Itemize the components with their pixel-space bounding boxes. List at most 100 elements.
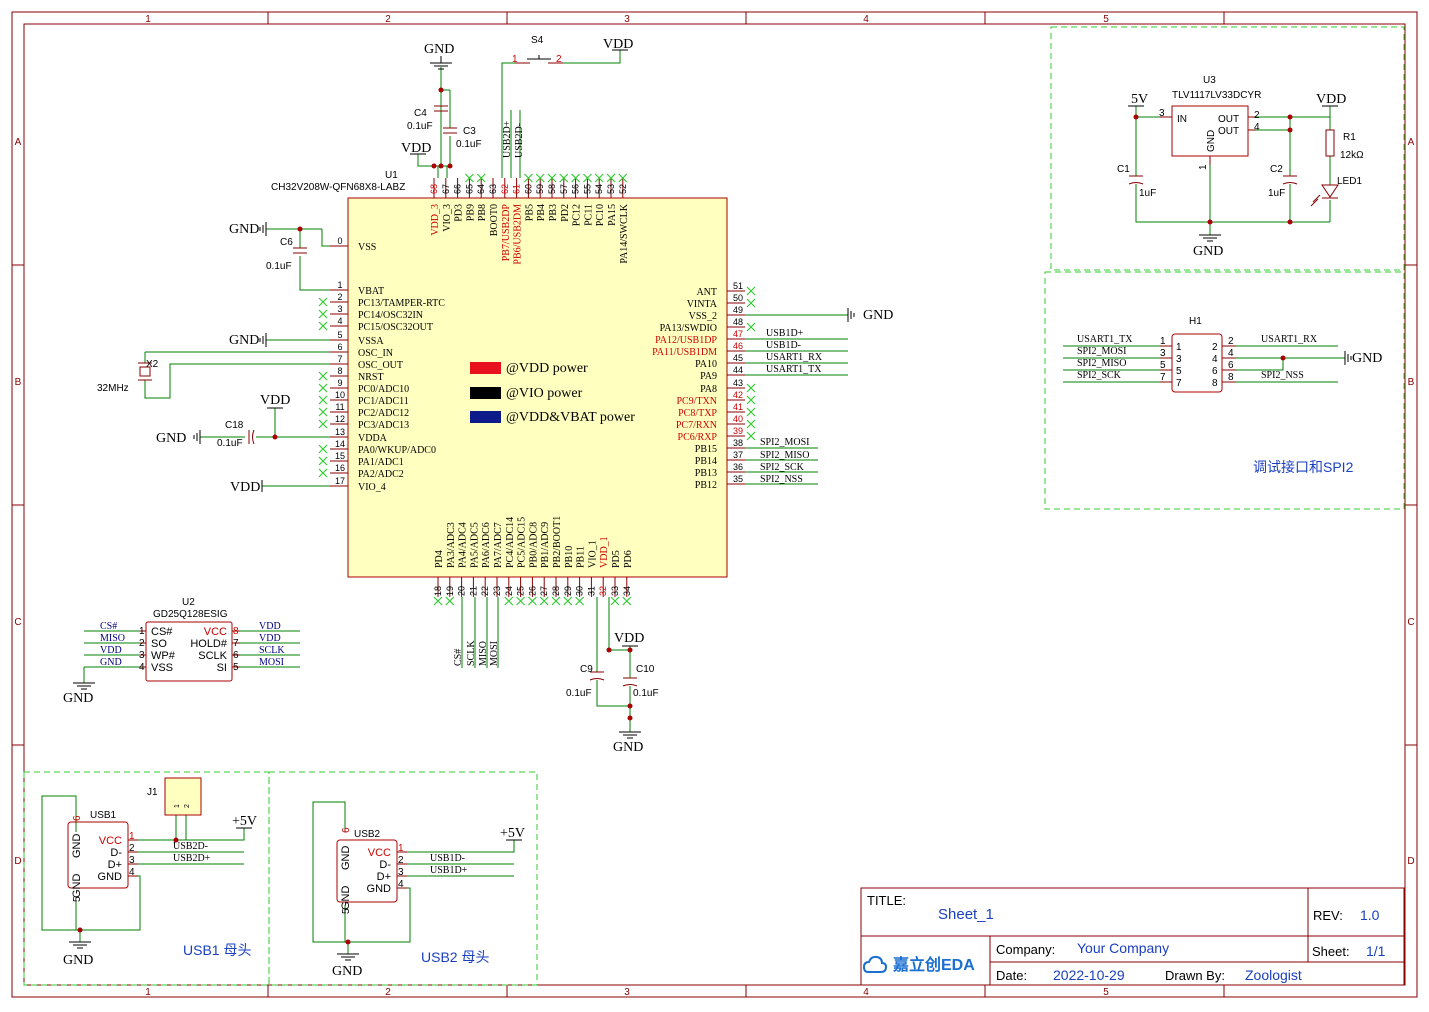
mcu-pin-number: 66 (453, 184, 463, 194)
no-connect-marker (318, 468, 328, 478)
gnd-label: GND (1193, 244, 1223, 259)
sclk-net: SCLK (466, 640, 477, 666)
mcu-pin-number: 56 (571, 184, 581, 194)
vio-legend-label: @VIO power (506, 386, 583, 401)
led-led1[interactable]: LED1 (1310, 176, 1362, 207)
u2-net-label: VDD (259, 621, 281, 632)
jumper-j1[interactable]: J1 1 2 (147, 777, 202, 816)
mcu-pin-number: 38 (733, 438, 743, 448)
u2-pin-number: 5 (233, 662, 239, 673)
u2-pin-number: 1 (139, 626, 145, 637)
gnd-label: GND (229, 333, 259, 348)
h1-pin-label: 7 (1176, 378, 1182, 389)
usb-pin-number: 3 (398, 867, 404, 878)
mcu-u1[interactable]: U1 CH32V208W-QFN68X8-LABZ 68VDD_367VIO_3… (271, 170, 756, 606)
u2-pin-number: 4 (139, 662, 145, 673)
resistor-r1[interactable]: R1 12kΩ (1325, 129, 1364, 161)
sheet-label: Sheet: (1312, 944, 1350, 959)
usb2-section-label: USB2 母头 (421, 949, 489, 965)
logo-text: 嘉立创EDA (892, 955, 975, 974)
u2-net-label: SCLK (259, 645, 285, 656)
capacitor-labels: C4 0.1uF C3 0.1uF C6 0.1uF C18 0.1uF C9 … (217, 108, 1285, 699)
no-connect-marker (746, 431, 756, 441)
capacitor-c6 (293, 247, 307, 254)
c1-value: 1uF (1139, 188, 1156, 199)
u2-pin-number: 7 (233, 638, 239, 649)
mcu-pin-name: PA13/SWDIO (660, 323, 717, 334)
usb1-section-label: USB1 母头 (183, 942, 251, 958)
mcu-pin-name: VDDA (358, 433, 388, 444)
mcu-pin-number: 39 (733, 426, 743, 436)
frame-labels: 1 2 3 4 5 1 2 3 4 5 A B C D A B C D (14, 14, 1414, 998)
usb1-dm-net: USB1D- (766, 340, 801, 351)
c6-ref: C6 (280, 237, 293, 248)
mcu-pin-number: 11 (335, 402, 344, 412)
usb-gnd-label: GND (71, 834, 83, 859)
usb2-region (268, 771, 538, 986)
u2-part: GD25Q128ESIG (153, 609, 228, 620)
mcu-pin-name: PB12 (695, 480, 717, 491)
h1-pin-label: 1 (1176, 342, 1182, 353)
h1-spi-nss-net: SPI2_NSS (1261, 370, 1304, 381)
mcu-pin-name: OSC_IN (358, 348, 393, 359)
gnd-label: GND (1352, 351, 1382, 366)
mcu-pin-number: 51 (733, 281, 743, 291)
gnd-label: GND (229, 222, 259, 237)
no-connect-marker (523, 173, 533, 183)
h1-spi-mosi-net: SPI2_MOSI (1077, 346, 1126, 357)
mcu-pin-number: 4 (337, 316, 342, 326)
regulator-u3[interactable]: U3 TLV1117LV33DCYR IN OUT OUT GND 3 2 4 … (1159, 75, 1261, 170)
mcu-pin-name: PA6/ADC6 (481, 522, 492, 568)
date-label: Date: (996, 968, 1027, 983)
uart-rx-net: USART1_RX (766, 352, 823, 363)
mcu-pin-number: 6 (337, 342, 342, 352)
mcu-pin-number: 0 (337, 236, 342, 246)
spi-miso-net: SPI2_MISO (760, 450, 809, 461)
crystal-x2[interactable]: X2 32MHz (97, 359, 159, 394)
u2-pin-name: VSS (151, 662, 173, 674)
h1-pin-number: 5 (1160, 360, 1166, 371)
h1-body (1171, 333, 1223, 393)
mcu-pin-name: PC12 (572, 204, 583, 226)
led1-ref: LED1 (1337, 176, 1362, 187)
mcu-pin-number: 43 (733, 378, 743, 388)
mcu-pin-name: VSS_2 (689, 311, 717, 322)
cs-net: CS# (453, 649, 464, 666)
col-label-top: 1 (145, 14, 151, 25)
switch-s4[interactable]: S4 1 2 (512, 35, 563, 65)
vio-legend-swatch (470, 387, 501, 399)
c4-value: 0.1uF (407, 121, 433, 132)
mcu-pin-number: 47 (733, 329, 743, 339)
capacitors[interactable] (248, 105, 1298, 687)
gnd-label: GND (63, 953, 93, 968)
vdd-label: VDD (1316, 92, 1346, 107)
usb-pin-number: 5 (341, 908, 352, 914)
gnd-label: GND (863, 308, 893, 323)
r1-ref: R1 (1343, 132, 1356, 143)
usb-pin-number: 4 (129, 867, 135, 878)
mcu-pin-number: 67 (441, 184, 451, 194)
u2-ref: U2 (182, 597, 195, 608)
sheet-value: 1/1 (1366, 943, 1386, 959)
h1-pin-number: 2 (1228, 336, 1234, 347)
mcu-pin-number: 7 (337, 354, 342, 364)
mcu-pin-number: 1 (337, 280, 342, 290)
mcu-pin-name: PC0/ADC10 (358, 384, 409, 395)
c18-value: 0.1uF (217, 438, 243, 449)
u2-net-label: MISO (100, 633, 125, 644)
mcu-pin-name: PC8/TXP (678, 408, 717, 419)
u2-pin-name: HOLD# (190, 638, 228, 650)
no-connect-marker (618, 173, 628, 183)
c9-value: 0.1uF (566, 688, 592, 699)
no-connect-marker (551, 596, 561, 606)
gnd-label: GND (156, 431, 186, 446)
usb1-dp-net: USB1D+ (766, 328, 804, 339)
mcu-pin-number: 53 (606, 184, 616, 194)
no-connect-marker (746, 322, 756, 332)
u2-pin-name: VCC (204, 626, 227, 638)
mcu-pin-name: PC3/ADC13 (358, 420, 409, 431)
